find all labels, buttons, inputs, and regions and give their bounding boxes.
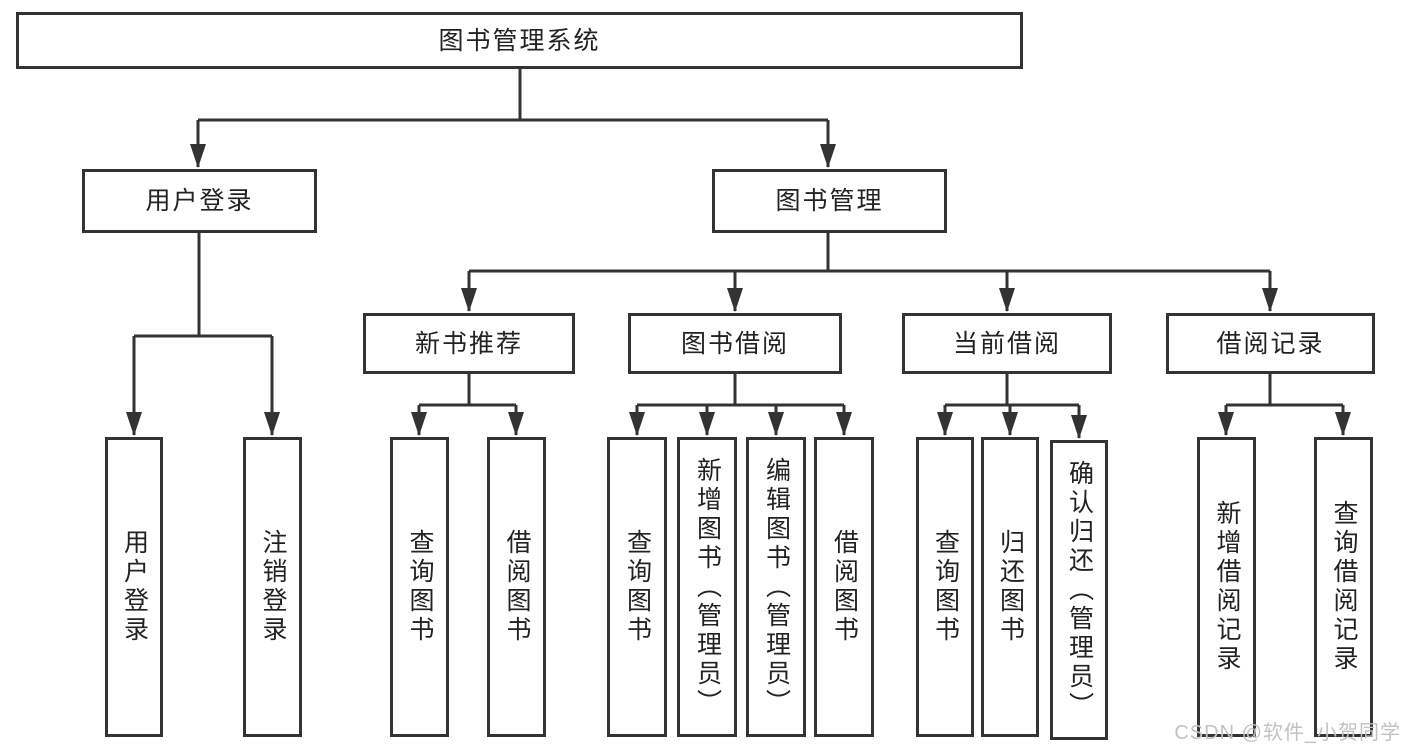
node-book-management: 图书管理 [712, 169, 947, 233]
node-borrow-records-label: 借阅记录 [1216, 329, 1325, 358]
node-new-book-recommend: 新书推荐 [363, 313, 575, 374]
node-new-book-recommend-label: 新书推荐 [414, 329, 523, 358]
leaf-user-login: 用户登录 [105, 437, 163, 737]
leaf-borrow-books-1-label: 借阅图书 [503, 529, 531, 645]
leaf-borrow-books-2-label: 借阅图书 [830, 529, 859, 645]
node-root: 图书管理系统 [16, 12, 1023, 69]
connector-arrows [126, 120, 1351, 439]
leaf-add-book-admin: 新增图书（管理员） [677, 437, 737, 737]
leaf-borrow-books-1: 借阅图书 [487, 437, 546, 737]
node-user-login: 用户登录 [82, 169, 317, 233]
leaf-query-books-1-label: 查询图书 [406, 529, 434, 645]
leaf-return-book: 归还图书 [981, 437, 1039, 737]
leaf-query-borrow-record-label: 查询借阅记录 [1330, 500, 1358, 674]
leaf-query-books-3: 查询图书 [916, 437, 974, 737]
leaf-add-borrow-record: 新增借阅记录 [1197, 437, 1256, 737]
node-book-borrow: 图书借阅 [628, 313, 842, 374]
leaf-user-login-label: 用户登录 [120, 529, 149, 645]
leaf-logout-label: 注销登录 [259, 529, 287, 645]
leaf-borrow-books-2: 借阅图书 [814, 437, 874, 737]
node-borrow-records: 借阅记录 [1166, 313, 1375, 374]
leaf-edit-book-admin: 编辑图书（管理员） [746, 437, 806, 737]
watermark-text: CSDN @软件_小贺同学 [1174, 722, 1401, 744]
leaf-query-books-1: 查询图书 [390, 437, 449, 737]
node-book-management-label: 图书管理 [775, 187, 884, 215]
leaf-query-books-2: 查询图书 [607, 437, 667, 737]
leaf-confirm-return-admin: 确认归还（管理员） [1050, 440, 1108, 740]
node-current-borrow: 当前借阅 [902, 313, 1112, 374]
leaf-query-borrow-record: 查询借阅记录 [1314, 437, 1373, 737]
leaf-query-books-2-label: 查询图书 [623, 529, 652, 645]
node-root-label: 图书管理系统 [438, 26, 601, 55]
node-current-borrow-label: 当前借阅 [952, 329, 1061, 358]
leaf-logout: 注销登录 [243, 437, 302, 737]
node-book-borrow-label: 图书借阅 [680, 329, 789, 358]
leaf-add-borrow-record-label: 新增借阅记录 [1213, 500, 1241, 674]
node-user-login-label: 用户登录 [145, 187, 254, 215]
leaf-return-book-label: 归还图书 [996, 529, 1025, 645]
leaf-confirm-return-admin-label: 确认归还（管理员） [1065, 459, 1094, 721]
leaf-add-book-admin-label: 新增图书（管理员） [693, 456, 722, 718]
leaf-query-books-3-label: 查询图书 [931, 529, 960, 645]
leaf-edit-book-admin-label: 编辑图书（管理员） [762, 456, 791, 718]
connector-segments [134, 69, 1343, 407]
